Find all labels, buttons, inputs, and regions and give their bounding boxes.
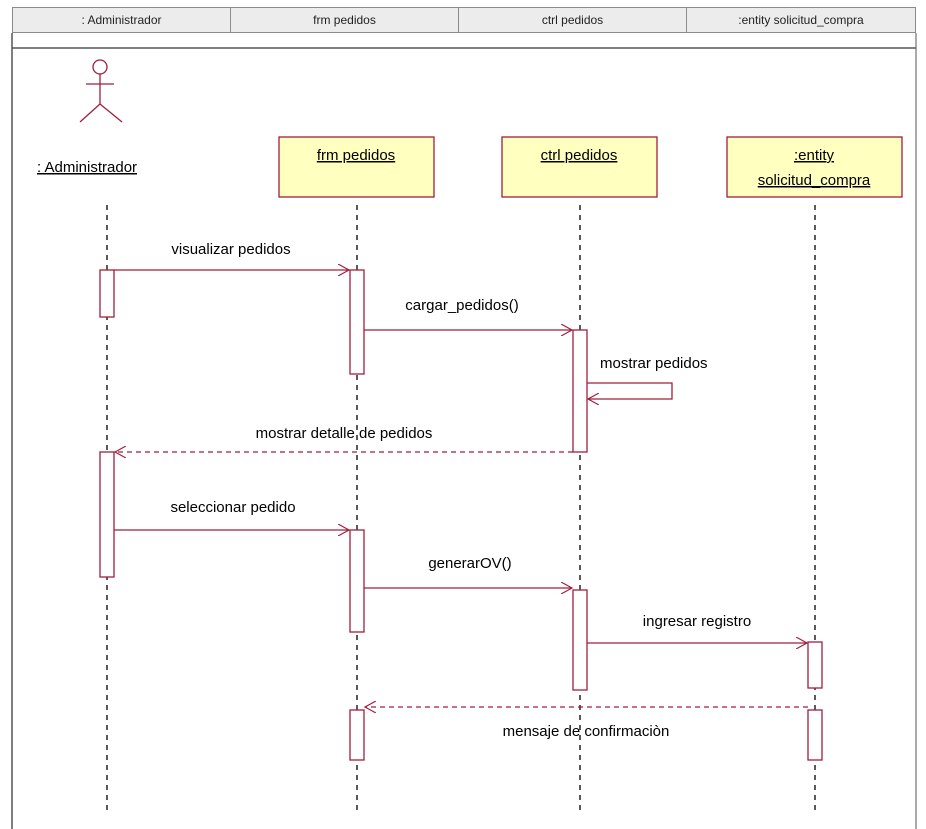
object-label-frm-pedidos: frm pedidos: [317, 147, 395, 164]
activation-frm-2[interactable]: [349, 529, 365, 633]
actor-figure[interactable]: [79, 59, 123, 123]
activation-frm-3[interactable]: [349, 709, 365, 761]
message-label-mostrar-detalle: mostrar detalle de pedidos: [256, 425, 433, 442]
activation-admin-1[interactable]: [99, 269, 115, 318]
message-arrow-mostrar-pedidos[interactable]: [587, 382, 673, 399]
object-label-ctrl-pedidos: ctrl pedidos: [541, 147, 618, 164]
object-entity-solicitud-compra[interactable]: :entity solicitud_compra: [726, 136, 903, 198]
actor-label: : Administrador: [37, 159, 137, 176]
activation-entity-1[interactable]: [807, 641, 823, 689]
activation-admin-2[interactable]: [99, 451, 115, 578]
header-column-entity-solicitud-compra[interactable]: :entity solicitud_compra: [686, 7, 916, 33]
activation-ctrl-1[interactable]: [572, 329, 588, 453]
object-frm-pedidos[interactable]: frm pedidos: [278, 136, 435, 198]
header-column-ctrl-pedidos[interactable]: ctrl pedidos: [458, 7, 687, 33]
message-label-ingresar-registro: ingresar registro: [643, 613, 751, 630]
object-label-entity-line1: :entity: [794, 147, 835, 164]
message-label-mensaje-confirmacion: mensaje de confirmaciòn: [503, 723, 670, 740]
object-ctrl-pedidos[interactable]: ctrl pedidos: [501, 136, 658, 198]
message-label-generarov: generarOV(): [428, 555, 511, 572]
message-label-visualizar-pedidos: visualizar pedidos: [171, 241, 290, 258]
header-column-frm-pedidos[interactable]: frm pedidos: [230, 7, 459, 33]
message-label-cargar-pedidos: cargar_pedidos(): [405, 297, 518, 314]
activation-ctrl-2[interactable]: [572, 589, 588, 691]
object-label-entity-line2: solicitud_compra: [758, 172, 871, 189]
message-label-mostrar-pedidos: mostrar pedidos: [600, 355, 708, 372]
activation-entity-2[interactable]: [807, 709, 823, 761]
activation-frm-1[interactable]: [349, 269, 365, 375]
header-column-administrador[interactable]: : Administrador: [12, 7, 231, 33]
message-label-seleccionar-pedido: seleccionar pedido: [170, 499, 295, 516]
